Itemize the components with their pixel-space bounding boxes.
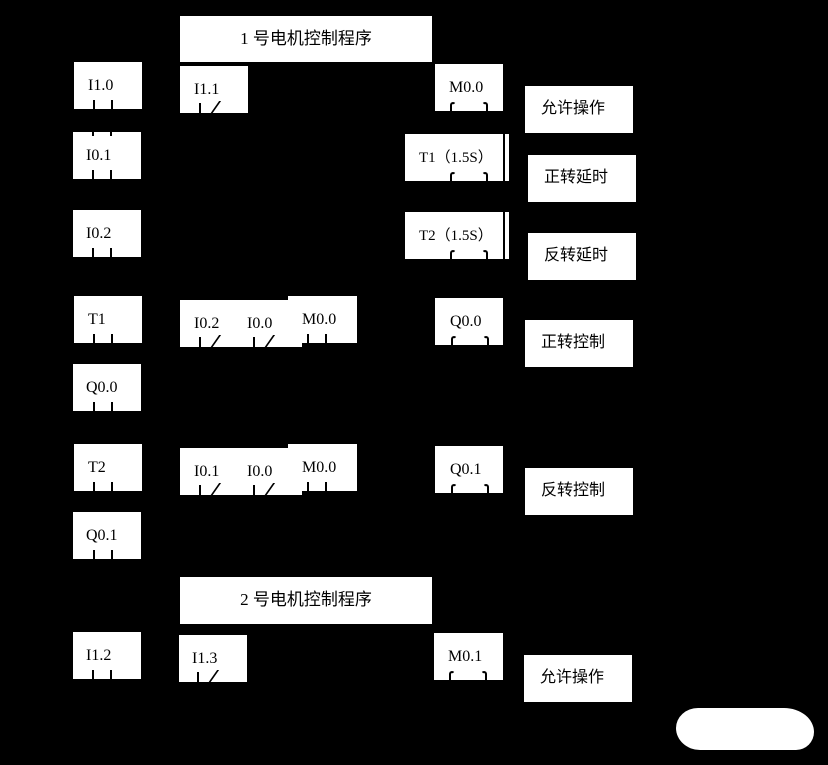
contact-label: M0.0 bbox=[302, 459, 337, 476]
section-title-motor-2: 2 号电机控制程序 bbox=[180, 577, 432, 624]
coil-q0-0: Q0.0 bbox=[435, 298, 503, 350]
no-contact-icon bbox=[92, 247, 112, 257]
nc-contact-icon bbox=[197, 671, 219, 682]
parallel-contact-q0-0: Q0.0 bbox=[73, 364, 141, 411]
note-forward-control: 正转控制 bbox=[525, 320, 633, 367]
contact-label: I1.1 bbox=[194, 81, 220, 98]
contact-label: I1.2 bbox=[86, 647, 112, 664]
nc-contact-icon bbox=[199, 484, 221, 495]
coil-label: Q0.0 bbox=[450, 313, 482, 330]
coil-icon bbox=[450, 102, 488, 116]
contact-m0-0: M0.0 bbox=[288, 444, 357, 491]
note-reverse-delay: 反转延时 bbox=[528, 233, 636, 280]
no-contact-icon bbox=[307, 481, 327, 491]
redaction-mark bbox=[676, 708, 814, 750]
contact-label: I1.0 bbox=[88, 77, 114, 94]
coil-label: M0.0 bbox=[449, 79, 484, 96]
coil-m0-0: M0.0 bbox=[435, 64, 503, 116]
no-contact-icon bbox=[93, 99, 113, 109]
coil-icon bbox=[450, 250, 488, 264]
section-title-text: 2 号电机控制程序 bbox=[240, 590, 372, 609]
coil-icon bbox=[449, 671, 487, 685]
no-contact-icon bbox=[92, 669, 112, 679]
coil-label: Q0.1 bbox=[450, 461, 482, 478]
contact-m0-0: M0.0 bbox=[288, 296, 357, 343]
contact-label: I0.2 bbox=[194, 315, 220, 332]
coil-m0-1: M0.1 bbox=[434, 633, 503, 685]
parallel-contact-q0-1: Q0.1 bbox=[73, 512, 141, 559]
contact-label: T2 bbox=[88, 459, 106, 476]
nc-contact-icon bbox=[199, 102, 221, 113]
contact-i1-3: I1.3 bbox=[179, 635, 247, 682]
coil-q0-1: Q0.1 bbox=[435, 446, 503, 498]
note-reverse-control: 反转控制 bbox=[525, 468, 633, 515]
contact-label: I0.2 bbox=[86, 225, 112, 242]
contact-i0-2: I0.2 bbox=[73, 210, 141, 257]
note-text: 正转延时 bbox=[544, 167, 609, 186]
no-contact-icon bbox=[92, 169, 112, 179]
timer-label: T1（1.5S） bbox=[419, 150, 493, 166]
coil-label: M0.1 bbox=[448, 648, 483, 665]
coil-icon bbox=[451, 336, 489, 350]
note-text: 允许操作 bbox=[540, 667, 605, 686]
nc-contact-icon bbox=[253, 336, 275, 347]
contact-t1: T1 bbox=[74, 296, 142, 343]
contact-label: M0.0 bbox=[302, 311, 337, 328]
contact-i0-1-nc: I0.1 I0.0 bbox=[180, 448, 302, 495]
note-text: 反转控制 bbox=[541, 480, 606, 499]
coil-icon bbox=[450, 172, 488, 186]
contact-i1-2: I1.2 bbox=[73, 632, 141, 679]
note-text: 允许操作 bbox=[541, 98, 606, 117]
note-allow-operation-1: 允许操作 bbox=[525, 86, 633, 133]
contact-t2: T2 bbox=[74, 444, 142, 491]
timer-coil-t2: T2（1.5S） bbox=[405, 212, 503, 264]
note-allow-operation-2: 允许操作 bbox=[524, 655, 632, 702]
no-contact-top-icon bbox=[92, 132, 112, 142]
contact-label: T1 bbox=[88, 311, 106, 328]
note-forward-delay: 正转延时 bbox=[528, 155, 636, 202]
contact-i0-2-nc: I0.2 I0.0 bbox=[180, 300, 302, 347]
contact-label: I1.3 bbox=[192, 650, 218, 667]
contact-label: I0.0 bbox=[247, 463, 273, 480]
contact-label: I0.1 bbox=[86, 147, 112, 164]
nc-contact-icon bbox=[253, 484, 275, 495]
contact-label: Q0.0 bbox=[86, 379, 118, 396]
coil-icon bbox=[451, 484, 489, 498]
contact-i1-0: I1.0 bbox=[74, 62, 142, 109]
timer-coil-t1: T1（1.5S） bbox=[405, 134, 503, 186]
contact-label: Q0.1 bbox=[86, 527, 118, 544]
note-text: 反转延时 bbox=[544, 245, 609, 264]
section-title-text: 1 号电机控制程序 bbox=[240, 29, 372, 48]
no-contact-icon bbox=[93, 481, 113, 491]
no-contact-icon bbox=[93, 333, 113, 343]
contact-i0-1: I0.1 bbox=[73, 132, 141, 179]
no-contact-icon bbox=[93, 401, 113, 411]
contact-label: I0.0 bbox=[247, 315, 273, 332]
no-contact-icon bbox=[307, 333, 327, 343]
timer-box-edge bbox=[505, 134, 509, 181]
section-title-motor-1: 1 号电机控制程序 bbox=[180, 16, 432, 62]
timer-box-edge bbox=[505, 212, 509, 259]
no-contact-icon bbox=[93, 549, 113, 559]
contact-i1-1: I1.1 bbox=[180, 66, 248, 113]
timer-label: T2（1.5S） bbox=[419, 228, 493, 244]
nc-contact-icon bbox=[199, 336, 221, 347]
contact-label: I0.1 bbox=[194, 463, 220, 480]
note-text: 正转控制 bbox=[541, 332, 606, 351]
